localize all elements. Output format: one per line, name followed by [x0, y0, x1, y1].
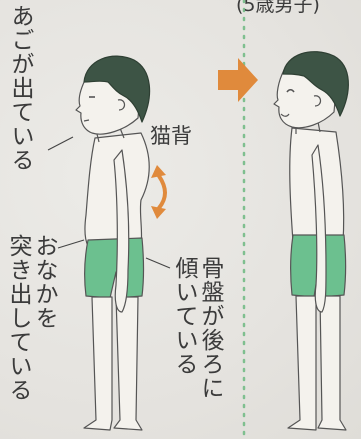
slouching-child-figure [76, 56, 150, 430]
hunchback-label: 猫背 [150, 126, 192, 147]
left-figure-ear [118, 100, 125, 110]
right-figure-left-leg [288, 296, 316, 430]
chin-label: あごが出ている [8, 4, 31, 172]
belly-pointer-line [58, 240, 84, 248]
upright-child-figure [274, 52, 348, 430]
belly-label-line2: 突き出している [6, 234, 29, 402]
double-curved-arrow-icon [151, 165, 166, 219]
chin-pointer-line [48, 137, 73, 150]
left-figure-left-leg [84, 297, 112, 430]
belly-label-line1: おなかを [32, 234, 55, 330]
pelvis-pointer-line [146, 258, 170, 268]
pelvis-label-line1: 骨盤が後ろに [198, 256, 221, 400]
age-caption: (5歳男子) [236, 0, 320, 17]
right-figure-right-leg [318, 296, 346, 430]
left-figure-shorts [85, 238, 144, 298]
pelvis-label-line2: 傾いている [172, 256, 195, 376]
right-arrow-icon [218, 58, 258, 102]
left-figure-right-leg [114, 297, 142, 430]
right-figure-ear [314, 96, 321, 106]
